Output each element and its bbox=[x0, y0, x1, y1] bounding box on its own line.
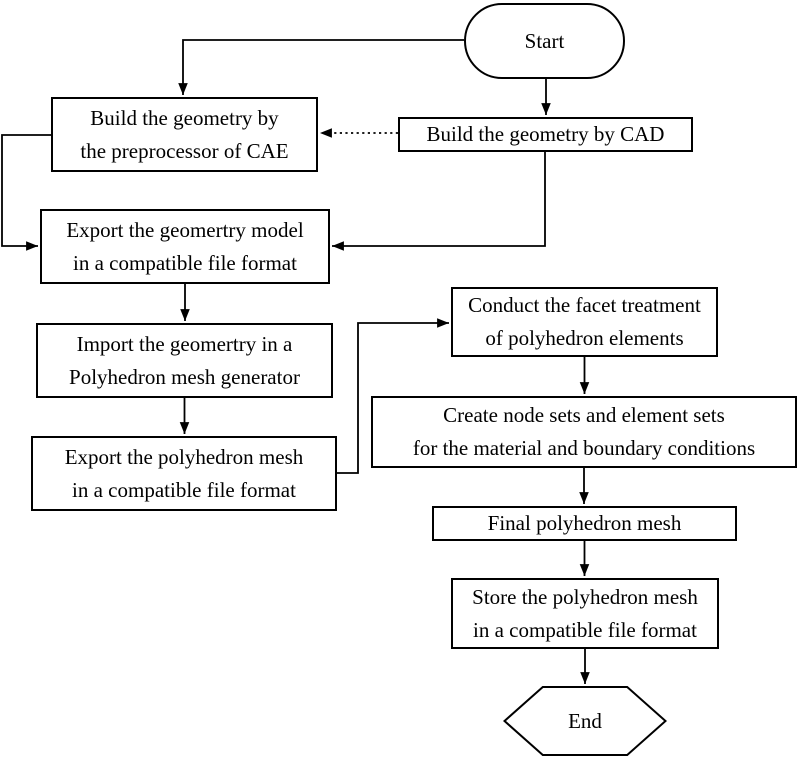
node-end-label: End bbox=[568, 708, 602, 733]
node-build-cad: Build the geometry by CAD bbox=[398, 117, 693, 152]
node-export-polyhedron: Export the polyhedron mesh in a compatib… bbox=[31, 436, 337, 511]
node-start-label: Start bbox=[524, 28, 565, 53]
node-import-geometry: Import the geomertry in a Polyhedron mes… bbox=[36, 323, 333, 398]
node-node-element-sets-label: Create node sets and element sets for th… bbox=[412, 403, 756, 460]
node-node-element-sets: Create node sets and element sets for th… bbox=[371, 396, 797, 468]
node-build-cae: Build the geometry by the preprocessor o… bbox=[51, 97, 318, 172]
node-import-geometry-label: Import the geomertry in a Polyhedron mes… bbox=[69, 331, 300, 389]
node-facet-treatment: Conduct the facet treatment of polyhedro… bbox=[451, 287, 718, 357]
node-final-mesh-label: Final polyhedron mesh bbox=[487, 511, 682, 535]
node-store-mesh: Store the polyhedron mesh in a compatibl… bbox=[451, 578, 719, 649]
node-final-mesh: Final polyhedron mesh bbox=[432, 506, 737, 541]
node-end: End bbox=[503, 686, 667, 756]
node-build-cae-label: Build the geometry by the preprocessor o… bbox=[80, 105, 289, 163]
node-store-mesh-label: Store the polyhedron mesh in a compatibl… bbox=[472, 584, 698, 642]
node-export-polyhedron-label: Export the polyhedron mesh in a compatib… bbox=[64, 444, 304, 502]
node-export-geometry: Export the geomertry model in a compatib… bbox=[40, 209, 330, 284]
node-start: Start bbox=[464, 3, 625, 79]
hexagon-shape bbox=[503, 686, 667, 756]
edge-export-polyhedron-to-facet-treatment bbox=[337, 318, 449, 474]
edge-build-cae-to-export-geometry bbox=[1, 134, 51, 251]
edge-build-cad-to-export-geometry bbox=[332, 152, 546, 251]
node-export-geometry-label: Export the geomertry model in a compatib… bbox=[66, 217, 304, 275]
node-build-cad-label: Build the geometry by CAD bbox=[426, 122, 665, 146]
node-facet-treatment-label: Conduct the facet treatment of polyhedro… bbox=[468, 293, 701, 350]
edge-start-to-build-cae bbox=[178, 39, 464, 95]
